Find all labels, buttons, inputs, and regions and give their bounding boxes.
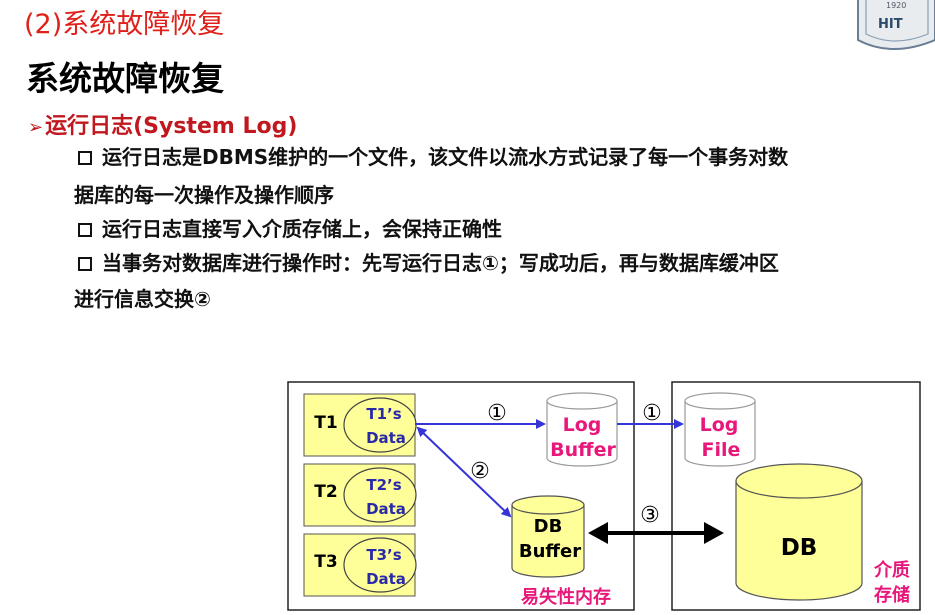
log-file-cylinder: Log File	[684, 392, 756, 467]
slide-title: 系统故障恢复	[26, 59, 224, 98]
bullet-1: 运行日志是DBMS维护的一个文件，该文件以流水方式记录了每一个事务对数	[78, 138, 788, 176]
t2-data-line1: T2’s	[366, 476, 401, 494]
step-2-label: ②	[470, 459, 490, 484]
step-1-label: ①	[487, 401, 507, 426]
storage-label-line1: 介质	[873, 559, 910, 581]
section-marker: ➢	[28, 117, 44, 138]
section-label: 运行日志(System Log)	[45, 114, 298, 139]
bullet-1-line-2: 据库的每一次操作及操作顺序	[74, 183, 334, 207]
section-heading: ➢运行日志(System Log)	[28, 108, 297, 140]
db-label: DB	[781, 535, 818, 561]
arrow-db-buffer-to-db	[588, 522, 724, 544]
t1-data-line1: T1’s	[366, 405, 401, 423]
step-1b-label: ①	[642, 401, 662, 426]
square-bullet-icon	[78, 257, 92, 271]
bullet-3-continuation: 进行信息交换②	[74, 280, 211, 318]
bullet-1-continuation: 据库的每一次操作及操作顺序	[74, 176, 334, 214]
bullet-1-line-1: 运行日志是DBMS维护的一个文件，该文件以流水方式记录了每一个事务对数	[102, 145, 789, 169]
log-buffer-line1: Log	[563, 414, 602, 436]
t2-data-line2: Data	[366, 500, 406, 518]
volatile-memory-label: 易失性内存	[521, 586, 611, 608]
t3-data-line2: Data	[366, 570, 406, 588]
square-bullet-icon	[78, 223, 92, 237]
t2-label: T2	[314, 482, 337, 502]
bullet-2: 运行日志直接写入介质存储上，会保持正确性	[78, 210, 502, 248]
bullet-2-line-1: 运行日志直接写入介质存储上，会保持正确性	[102, 217, 502, 241]
db-buffer-cylinder: DB Buffer	[511, 495, 585, 578]
step-3-label: ③	[640, 503, 660, 528]
storage-label-line2: 存储	[874, 584, 910, 606]
page-header: (2)系统故障恢复	[24, 9, 225, 40]
t1-label: T1	[314, 413, 337, 433]
log-buffer-line2: Buffer	[550, 439, 616, 461]
t3-data-line1: T3’s	[366, 546, 401, 564]
logo-year: 1920	[886, 1, 906, 10]
bullet-3-line-2: 进行信息交换②	[74, 287, 211, 311]
log-file-line1: Log	[700, 414, 739, 436]
log-file-line2: File	[702, 439, 741, 461]
log-buffer-cylinder: Log Buffer	[546, 392, 618, 467]
db-buffer-line1: DB	[534, 516, 563, 537]
bullet-3: 当事务对数据库进行操作时：先写运行日志①；写成功后，再与数据库缓冲区	[78, 244, 779, 282]
t1-data-line2: Data	[366, 429, 406, 447]
hit-logo: 1920 HIT	[857, 0, 935, 50]
db-buffer-line2: Buffer	[519, 541, 581, 562]
square-bullet-icon	[78, 151, 92, 165]
db-cylinder: DB	[735, 463, 863, 601]
logo-text: HIT	[878, 17, 903, 32]
transaction-t1: T1 T1’s Data	[303, 393, 417, 457]
bullet-3-line-1: 当事务对数据库进行操作时：先写运行日志①；写成功后，再与数据库缓冲区	[102, 251, 779, 275]
arrow-data-to-db-buffer	[416, 426, 512, 518]
t3-label: T3	[314, 552, 337, 572]
transaction-t3: T3 T3’s Data	[303, 533, 417, 597]
transaction-t2: T2 T2’s Data	[303, 463, 417, 527]
